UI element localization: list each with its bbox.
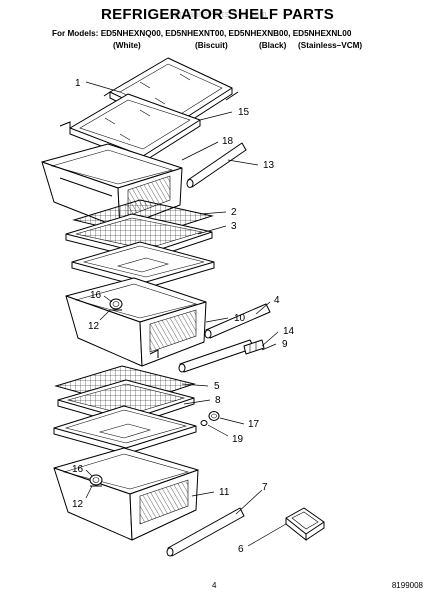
callout-14: 14 — [283, 326, 295, 337]
callout-18: 18 — [222, 136, 234, 147]
callout-16-lower: 16 — [72, 464, 84, 475]
callout-19: 19 — [232, 434, 244, 445]
finish-black: (Black) — [259, 41, 287, 50]
callout-2: 2 — [231, 207, 237, 218]
callout-15: 15 — [238, 107, 250, 118]
callout-6: 6 — [238, 544, 244, 555]
callout-4: 4 — [274, 295, 280, 306]
part-6-bracket — [285, 507, 325, 542]
part-13-rod — [186, 142, 247, 188]
part-1-glass-shelf — [103, 57, 239, 131]
callout-9: 9 — [282, 339, 288, 350]
page-number: 4 — [212, 581, 217, 590]
finish-biscuit: (Biscuit) — [195, 41, 228, 50]
part-16-12-humidity-control-upper — [109, 298, 123, 311]
part-10-crisper-drawer — [65, 277, 207, 367]
models-prefix: For Models: — [52, 29, 99, 38]
callout-13: 13 — [263, 160, 275, 171]
models-numbers: ED5NHEXNQ00, ED5NHEXNT00, ED5NHEXNB00, E… — [100, 29, 352, 38]
callout-5: 5 — [214, 381, 220, 392]
part-7-rod — [166, 507, 245, 557]
callout-3: 3 — [231, 221, 237, 232]
document-number: 8199008 — [391, 581, 423, 590]
callout-11: 11 — [219, 487, 230, 498]
part-4-rod — [204, 303, 271, 339]
model-list: For Models: ED5NHEXNQ00, ED5NHEXNT00, ED… — [52, 29, 351, 38]
page-title: REFRIGERATOR SHELF PARTS — [100, 6, 335, 23]
watermark: AppliancePartsPros.com — [168, 9, 267, 19]
callout-12-lower: 12 — [72, 499, 84, 510]
callout-12-upper: 12 — [88, 321, 100, 332]
callout-17: 17 — [248, 419, 260, 430]
callout-1: 1 — [75, 78, 81, 89]
part-3-crisper-cover-frame — [65, 213, 213, 261]
crisper-cover-frame-lower — [53, 405, 197, 455]
callout-16-upper: 16 — [90, 290, 102, 301]
part-14-9-rod-bracket — [243, 339, 265, 355]
part-17-19-humidity-control-parts — [200, 411, 220, 426]
leader-lines — [85, 81, 287, 547]
callout-7: 7 — [262, 482, 268, 493]
finish-stainless: (Stainless–VCM) — [298, 41, 363, 50]
part-11-crisper-drawer — [53, 447, 199, 541]
finish-white: (White) — [113, 41, 141, 50]
callout-8: 8 — [215, 395, 221, 406]
crisper-cover-frame-upper — [71, 241, 215, 289]
callout-10: 10 — [234, 313, 246, 324]
